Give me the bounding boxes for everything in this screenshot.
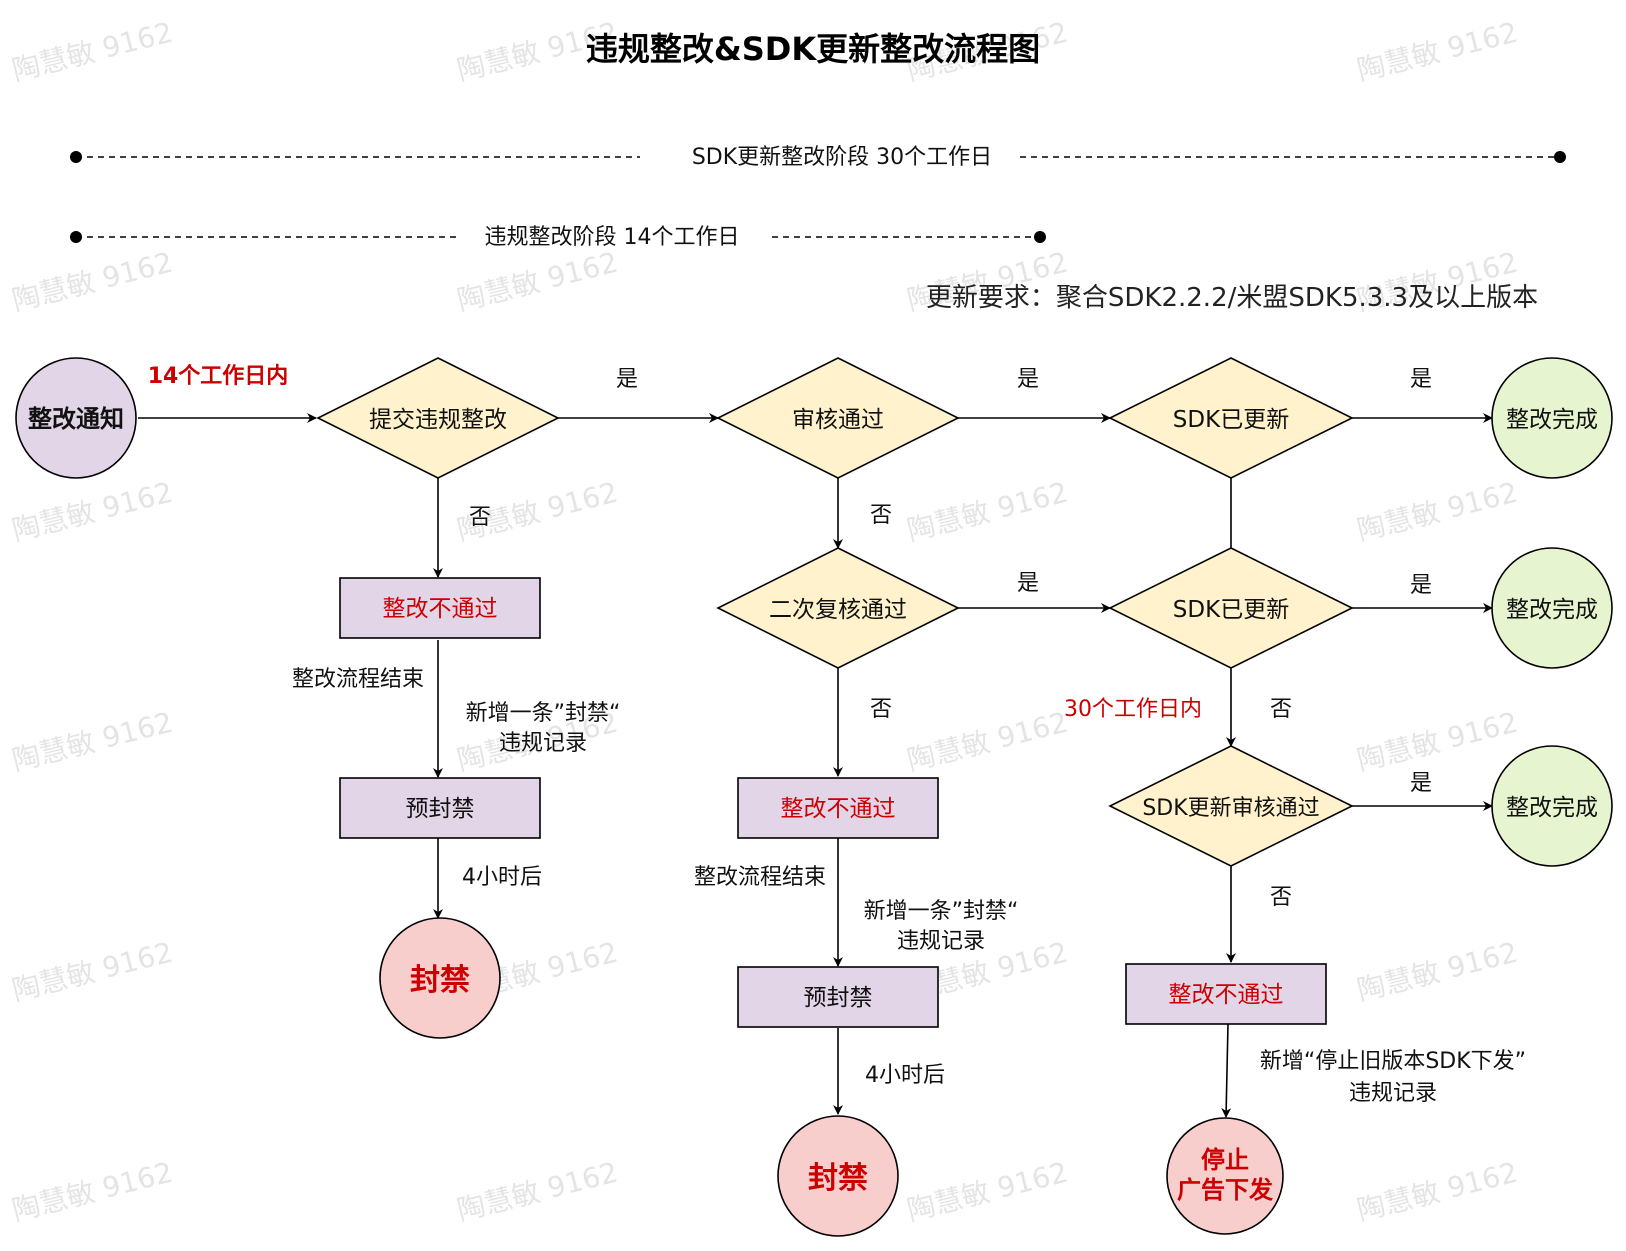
yes-label: 是	[1017, 367, 1039, 392]
update-requirement: 更新要求：聚合SDK2.2.2/米盟SDK5.3.3及以上版本	[926, 283, 1538, 313]
second-review-label: 二次复核通过	[769, 597, 907, 623]
add-stop-record-line1: 新增“停止旧版本SDK下发”	[1260, 1049, 1526, 1074]
fail-3-label: 整改不通过	[1169, 982, 1284, 1008]
done-1-label: 整改完成	[1506, 407, 1598, 433]
timeline-end-dot	[1034, 231, 1046, 243]
yes-label: 是	[1410, 771, 1432, 796]
decision-review	[716, 357, 960, 479]
edge-labels: 14个工作日内 是 是 是 是 是 是 否 否 否 否 否 30个工作日内 整改…	[148, 364, 1526, 1106]
done-node-3	[1491, 745, 1613, 867]
no-label: 否	[1270, 697, 1292, 722]
fail-box-1	[339, 577, 541, 639]
start-label: 整改通知	[28, 405, 124, 433]
diagram-title: 违规整改&SDK更新整改流程图	[585, 30, 1041, 68]
no-label: 否	[469, 505, 491, 530]
done-3-label: 整改完成	[1506, 795, 1598, 821]
edge-fail3-stop	[1221, 1023, 1232, 1118]
yes-label: 是	[1017, 571, 1039, 596]
decision-submit	[316, 357, 560, 479]
add-ban-record-line1: 新增一条”封禁“	[466, 701, 621, 726]
timeline-sdk-phase: SDK更新整改阶段 30个工作日	[70, 145, 1566, 170]
yes-label: 是	[1410, 367, 1432, 392]
timeline-end-dot	[1554, 151, 1566, 163]
within-14-label: 14个工作日内	[148, 364, 289, 389]
done-node-1	[1491, 357, 1613, 479]
yes-label: 是	[1410, 573, 1432, 598]
yes-label: 是	[616, 367, 638, 392]
ban-2-label: 封禁	[808, 1161, 868, 1196]
node-labels: 整改通知 提交违规整改 审核通过 SDK已更新 二次复核通过 SDK已更新 SD…	[28, 405, 1598, 1204]
sdk-updated-1-label: SDK已更新	[1173, 407, 1289, 433]
sdk-updated-2-label: SDK已更新	[1173, 597, 1289, 623]
ban-1-label: 封禁	[410, 963, 470, 998]
nodes	[15, 357, 1613, 1237]
preban-box-1	[339, 777, 541, 839]
submit-label: 提交违规整改	[369, 407, 507, 433]
stop-label-line1: 停止	[1201, 1146, 1249, 1174]
ban-node-2	[777, 1115, 899, 1237]
ban-node-1	[379, 917, 501, 1039]
fail-2-label: 整改不通过	[781, 796, 896, 822]
stop-label-line2: 广告下发	[1177, 1176, 1273, 1204]
timeline-sdk-label: SDK更新整改阶段 30个工作日	[692, 145, 992, 170]
fail-box-3	[1125, 963, 1327, 1025]
decision-second-review	[716, 547, 960, 669]
decision-sdk-updated-2	[1108, 547, 1354, 669]
start-node	[15, 357, 137, 479]
within-30-label: 30个工作日内	[1064, 697, 1202, 722]
preban-box-2	[737, 966, 939, 1028]
add-ban-record-line2: 违规记录	[499, 731, 587, 756]
add-ban-record-line2: 违规记录	[897, 929, 985, 954]
fail-box-2	[737, 777, 939, 839]
decision-sdk-review	[1108, 745, 1354, 867]
decision-sdk-updated-1	[1108, 357, 1354, 479]
no-label: 否	[870, 503, 892, 528]
done-2-label: 整改完成	[1506, 597, 1598, 623]
no-label: 否	[870, 697, 892, 722]
after-4h-label: 4小时后	[865, 1063, 945, 1088]
fail-1-label: 整改不通过	[383, 596, 498, 622]
after-4h-label: 4小时后	[462, 865, 542, 890]
stop-node	[1166, 1117, 1284, 1235]
review-label: 审核通过	[792, 407, 884, 433]
flow-end-label: 整改流程结束	[694, 865, 826, 890]
add-stop-record-line2: 违规记录	[1349, 1081, 1437, 1106]
preban-1-label: 预封禁	[406, 796, 475, 822]
sdk-review-label: SDK更新审核通过	[1142, 796, 1319, 821]
done-node-2	[1491, 547, 1613, 669]
flow-end-label: 整改流程结束	[292, 667, 424, 692]
timeline-violation-phase: 违规整改阶段 14个工作日	[70, 225, 1046, 250]
add-ban-record-line1: 新增一条”封禁“	[864, 899, 1019, 924]
no-label: 否	[1270, 885, 1292, 910]
timeline-violation-label: 违规整改阶段 14个工作日	[485, 225, 740, 250]
preban-2-label: 预封禁	[804, 985, 873, 1011]
